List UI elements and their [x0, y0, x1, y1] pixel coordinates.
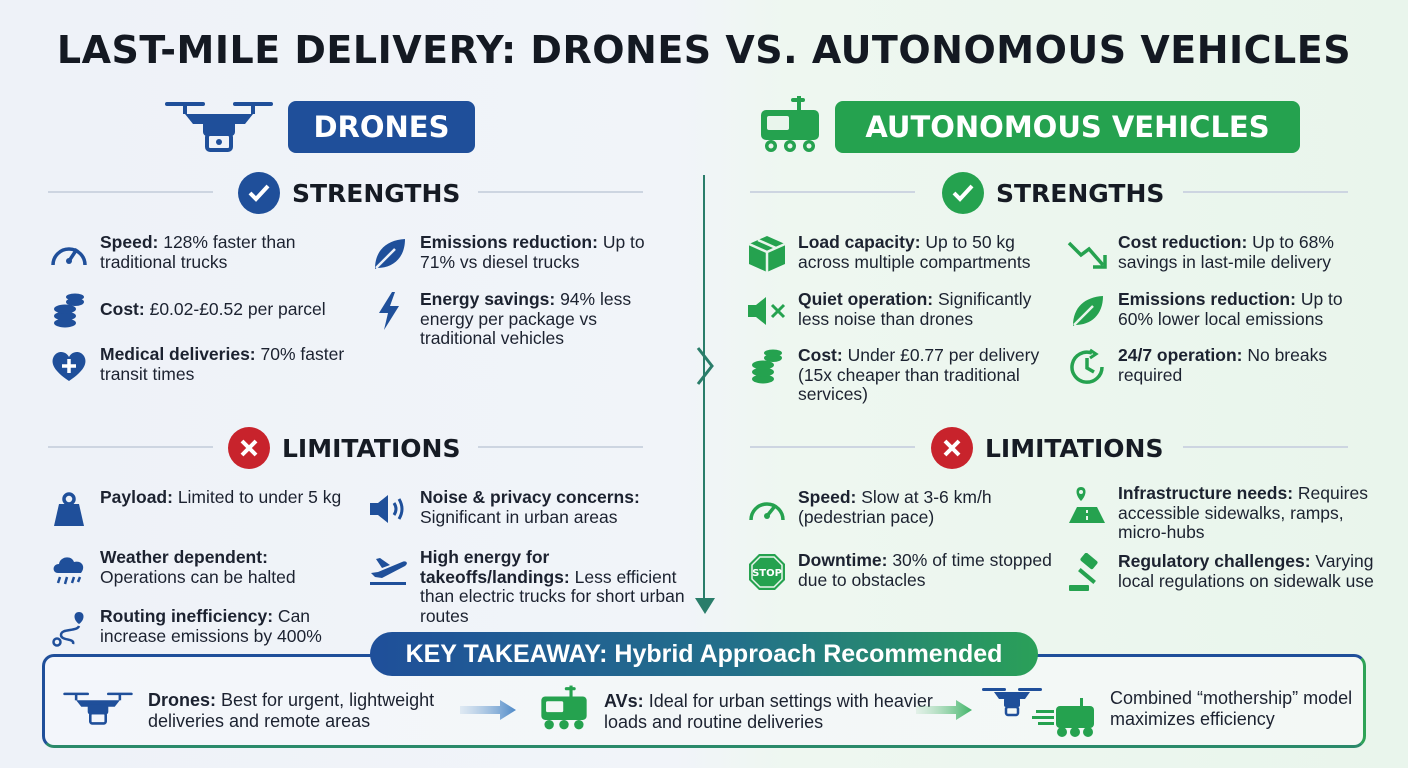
takeaway-item: Drones: Best for urgent, lightweight del… [62, 688, 462, 733]
list-item: Cost: Under £0.77 per delivery (15x chea… [746, 345, 1056, 405]
list-item: Medical deliveries: 70% faster transit t… [48, 344, 348, 387]
drones-label: DRONES [288, 101, 475, 153]
map-road-icon [1066, 484, 1108, 526]
rain-cloud-icon [48, 548, 90, 590]
airplane-icon [368, 548, 410, 590]
stop-sign-text: STOP [752, 568, 782, 579]
divider [48, 446, 213, 448]
list-item: High energy for takeoffs/landings: Less … [368, 547, 703, 626]
takeaway-heading: KEY TAKEAWAY: Hybrid Approach Recommende… [370, 632, 1038, 676]
list-item: STOP Downtime: 30% of time stopped due t… [746, 550, 1056, 593]
section-title: STRENGTHS [292, 178, 461, 208]
page-title: LAST-MILE DELIVERY: DRONES VS. AUTONOMOU… [56, 28, 1352, 72]
list-item: Routing inefficiency: Can increase emiss… [48, 606, 348, 649]
list-item: Speed: Slow at 3-6 km/h (pedestrian pace… [746, 487, 1056, 530]
coins-icon [746, 346, 788, 388]
section-title: LIMITATIONS [985, 433, 1164, 463]
x-mark-icon [228, 427, 270, 469]
list-item: Emissions reduction: Up to 60% lower loc… [1066, 289, 1366, 332]
trend-down-icon [1066, 233, 1108, 275]
checkmark-icon [238, 172, 280, 214]
mute-icon [746, 290, 788, 332]
heart-plus-icon [48, 345, 90, 387]
arrow-down-icon [693, 596, 717, 616]
divider [750, 191, 915, 193]
drone-icon [163, 96, 275, 156]
list-item: Regulatory challenges: Varying local reg… [1066, 551, 1376, 594]
list-item: Cost reduction: Up to 68% savings in las… [1066, 232, 1366, 275]
divider [1183, 191, 1348, 193]
arrow-right-icon [916, 698, 972, 722]
list-item: Energy savings: 94% less energy per pack… [368, 289, 668, 349]
divider [478, 446, 643, 448]
route-icon [48, 607, 90, 649]
weight-icon [48, 488, 90, 530]
list-item: Noise & privacy concerns: Significant in… [368, 487, 703, 530]
delivery-robot-icon [538, 684, 590, 739]
avs-label: AUTONOMOUS VEHICLES [835, 101, 1300, 153]
divider [750, 446, 915, 448]
gavel-icon [1066, 552, 1108, 594]
lightning-icon [368, 290, 410, 332]
leaf-icon [368, 233, 410, 275]
drones-strengths-heading: STRENGTHS [238, 172, 460, 214]
divider [478, 191, 643, 193]
x-mark-icon [931, 427, 973, 469]
section-title: STRENGTHS [996, 178, 1165, 208]
list-item: Payload: Limited to under 5 kg [48, 487, 348, 530]
section-title: LIMITATIONS [282, 433, 461, 463]
center-divider [703, 175, 705, 605]
drone-icon [62, 688, 134, 733]
avs-strengths-heading: STRENGTHS [942, 172, 1164, 214]
leaf-icon [1066, 290, 1108, 332]
clock-icon [1066, 346, 1108, 388]
list-item: Quiet operation: Significantly less nois… [746, 289, 1056, 332]
speedometer-icon [746, 488, 788, 530]
drones-limitations-heading: LIMITATIONS [228, 427, 460, 469]
avs-limitations-heading: LIMITATIONS [931, 427, 1163, 469]
divider [1183, 446, 1348, 448]
list-item: Emissions reduction: Up to 71% vs diesel… [368, 232, 668, 275]
delivery-robot-icon [757, 94, 823, 158]
list-item: Speed: 128% faster than traditional truc… [48, 232, 348, 275]
stop-sign-icon: STOP [746, 551, 788, 593]
speaker-icon [368, 488, 410, 530]
list-item: Weather dependent: Operations can be hal… [48, 547, 348, 590]
list-item: Infrastructure needs: Requires accessibl… [1066, 483, 1376, 543]
list-item: Load capacity: Up to 50 kg across multip… [746, 232, 1056, 275]
speedometer-icon [48, 233, 90, 275]
box-icon [746, 233, 788, 275]
takeaway-item: AVs: Ideal for urban settings with heavi… [538, 684, 938, 739]
coins-icon [48, 290, 90, 332]
list-item: 24/7 operation: No breaks required [1066, 345, 1366, 388]
checkmark-icon [942, 172, 984, 214]
arrow-right-icon [460, 698, 516, 722]
drone-and-robot-icon [980, 684, 1100, 740]
chevron-right-icon [694, 346, 716, 386]
divider [48, 191, 213, 193]
takeaway-item: Combined “mothership” model maximizes ef… [1110, 688, 1353, 729]
list-item: Cost: £0.02-£0.52 per parcel [48, 290, 348, 332]
